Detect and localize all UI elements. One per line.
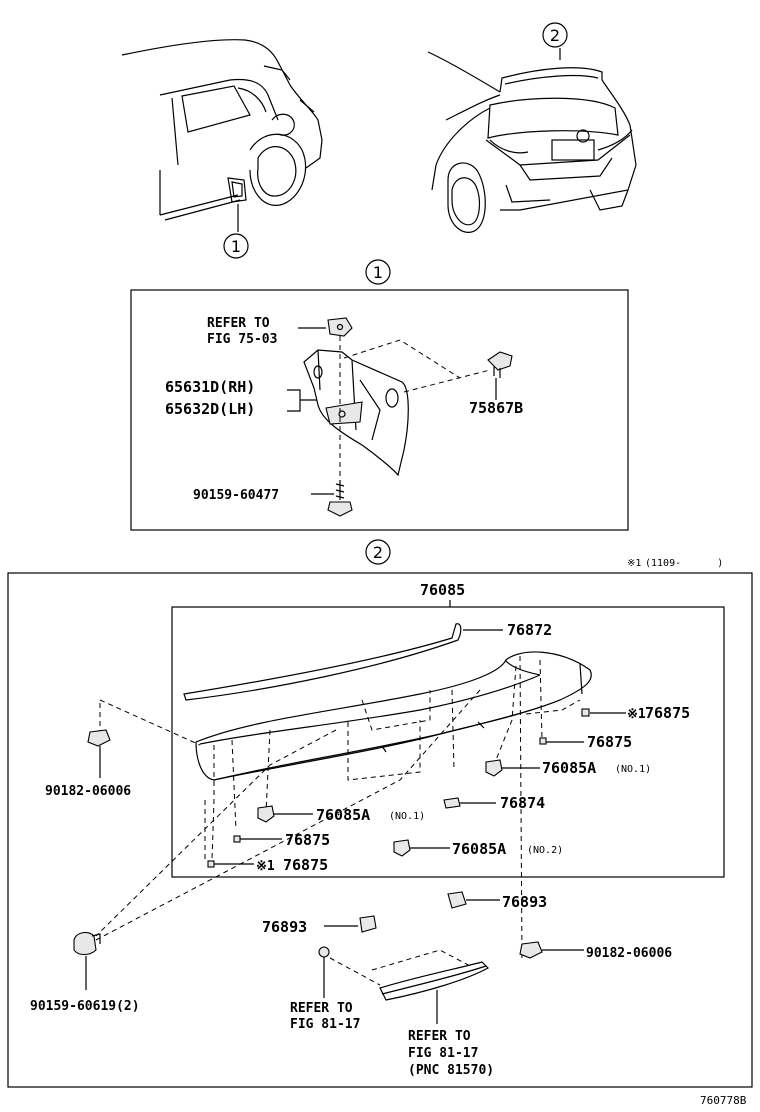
- refer-fig-75-line2: FIG 75-03: [207, 332, 277, 347]
- part-76875: 76875: [587, 733, 632, 751]
- part-76085: 76085: [420, 581, 465, 599]
- nut-right-icon: [519, 941, 543, 959]
- note-mark-left: ※1: [256, 859, 275, 874]
- part-76893-left: 76893: [262, 918, 307, 936]
- screw-76085a-no1-right-icon: [485, 759, 503, 777]
- clip-76893-left-icon: [359, 915, 377, 933]
- part-90182-06006-left: 90182-06006: [45, 784, 131, 799]
- seal-left-star-icon: [207, 860, 215, 868]
- hatchback-rear-view-icon: [427, 48, 637, 233]
- note-mark: ※1: [627, 558, 641, 569]
- bolt-90159-60619-icon: [73, 931, 101, 956]
- part-76875-left: 76875: [285, 831, 330, 849]
- seal-left-icon: [233, 835, 241, 843]
- section-1-frame: [130, 289, 629, 531]
- svg-text:1: 1: [373, 263, 383, 282]
- part-76893-right: 76893: [502, 893, 547, 911]
- tape-76874-icon: [443, 797, 461, 809]
- callout-1-section: 1: [365, 259, 391, 285]
- hatchback-side-view-icon: [121, 39, 323, 232]
- part-75867b: 75867B: [469, 399, 523, 417]
- svg-text:1: 1: [231, 237, 241, 256]
- callout-2-top: 2: [542, 22, 568, 48]
- figure-id: 760778B: [700, 1094, 747, 1107]
- clip-76893-right-icon: [447, 891, 467, 909]
- spoiler-assembly-frame: [171, 606, 725, 878]
- clip-75867b-icon: [487, 351, 513, 378]
- part-65631d-rh: 65631D(RH): [165, 378, 255, 396]
- refer-fig-75-line1: REFER TO: [207, 316, 270, 331]
- svg-text:2: 2: [550, 26, 560, 45]
- part-76875-star: 76875: [645, 704, 690, 722]
- part-90159-60619: 90159-60619(2): [30, 999, 140, 1014]
- note-range: (1109- ): [645, 558, 723, 569]
- screw-refer-icon: [318, 946, 330, 972]
- refer-b-line3: (PNC 81570): [408, 1063, 494, 1078]
- svg-text:2: 2: [373, 543, 383, 562]
- part-76874: 76874: [500, 794, 545, 812]
- part-90182-06006-right: 90182-06006: [586, 946, 672, 961]
- refer-a-line1: REFER TO: [290, 1001, 353, 1016]
- part-90159-60477: 90159-60477: [193, 488, 279, 503]
- nut-left-icon: [87, 729, 111, 747]
- part-76085a-no1-right: 76085A: [542, 759, 596, 777]
- refer-b-line2: FIG 81-17: [408, 1046, 478, 1061]
- clip-nut-icon: [327, 317, 353, 337]
- seal-icon: [539, 737, 547, 745]
- stop-lamp-icon: [379, 961, 489, 1001]
- screw-76085a-no1-left-icon: [257, 805, 275, 823]
- part-76085a-no2: 76085A: [452, 840, 506, 858]
- part-76875-left-star: 76875: [283, 856, 328, 874]
- bolt-icon: [327, 480, 353, 517]
- strip-76872-icon: [183, 623, 462, 701]
- seal-star-icon: [581, 708, 590, 717]
- part-65632d-lh: 65632D(LH): [165, 400, 255, 418]
- part-76872: 76872: [507, 621, 552, 639]
- note-no1-left: (NO.1): [389, 811, 425, 822]
- refer-a-line2: FIG 81-17: [290, 1017, 360, 1032]
- spoiler-icon: [195, 651, 592, 781]
- callout-1-top: 1: [223, 233, 249, 259]
- note-no1-right: (NO.1): [615, 764, 651, 775]
- note-no2: (NO.2): [527, 845, 563, 856]
- callout-2-section: 2: [365, 539, 391, 565]
- mudguard-icon: [303, 349, 409, 477]
- screw-76085a-no2-icon: [393, 839, 411, 857]
- refer-b-line1: REFER TO: [408, 1029, 471, 1044]
- section-2-frame: [7, 572, 753, 1088]
- part-76085a-no1-left: 76085A: [316, 806, 370, 824]
- note-mark-76875: ※1: [627, 707, 646, 722]
